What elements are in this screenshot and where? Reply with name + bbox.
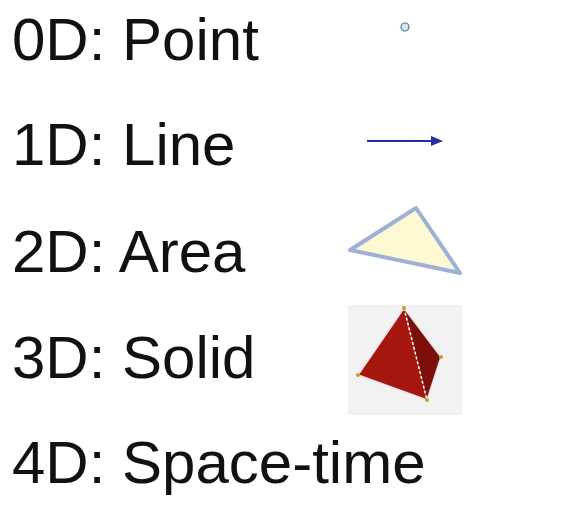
dimension-label: 1D: Line: [12, 110, 235, 180]
triangle-icon: [350, 208, 460, 273]
tetrahedron-icon: [348, 305, 462, 415]
point-icon: [401, 23, 409, 31]
dimension-label: 4D: Space-time: [12, 428, 426, 498]
dimension-label: 0D: Point: [12, 5, 259, 75]
line-arrow-icon: [367, 136, 443, 146]
dimension-label: 2D: Area: [12, 217, 245, 287]
dimension-label: 3D: Solid: [12, 323, 255, 393]
